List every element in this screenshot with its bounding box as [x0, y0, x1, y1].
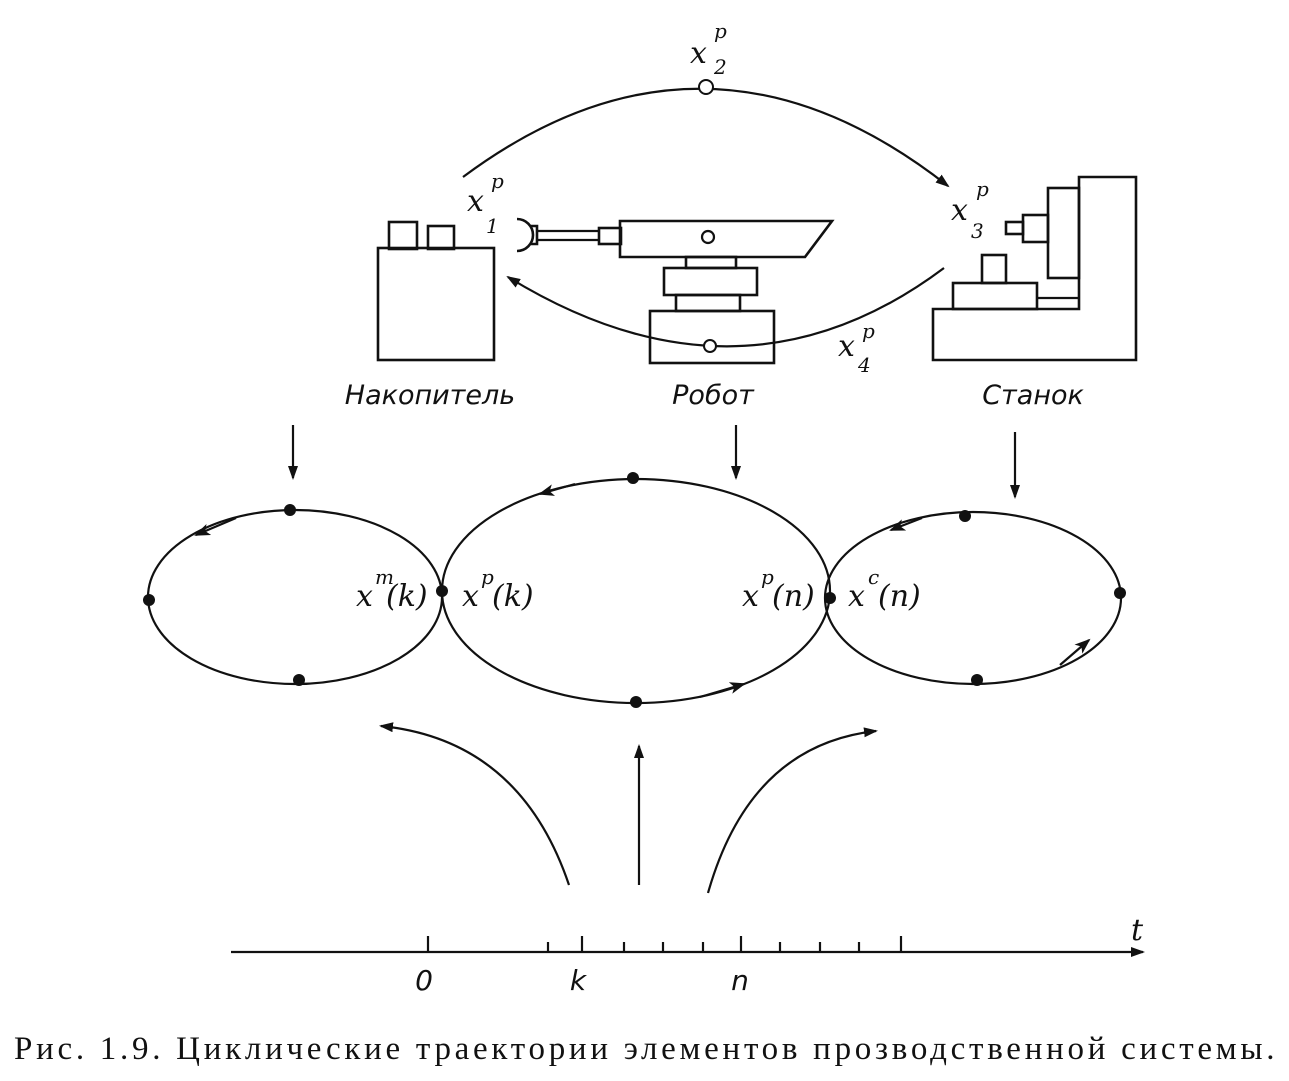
svg-text:p: p: [761, 565, 774, 589]
svg-text:(k): (k): [386, 579, 428, 614]
label-x2: x p 2: [690, 19, 727, 79]
label-robot-n: x p (n): [742, 565, 815, 614]
state-point-x4: [703, 339, 717, 353]
axis-ticks: [426, 936, 903, 952]
svg-text:p: p: [714, 19, 727, 43]
storage-unit: [376, 220, 496, 362]
machine-unit: [931, 175, 1138, 362]
svg-text:x: x: [356, 579, 373, 614]
transfer-arc-top: [462, 87, 950, 188]
tick-label-n: n: [731, 964, 749, 997]
robot-unit: [516, 217, 835, 365]
svg-text:p: p: [976, 177, 989, 201]
svg-text:x: x: [838, 329, 855, 364]
transfer-arc-bottom: [506, 267, 945, 348]
svg-text:x: x: [467, 184, 484, 219]
svg-text:x: x: [690, 36, 707, 71]
svg-text:1: 1: [486, 214, 499, 238]
component-machine-label: Станок: [982, 380, 1084, 411]
machine-cycle: [823, 510, 1126, 686]
svg-text:4: 4: [857, 353, 871, 377]
tick-label-0: 0: [415, 964, 433, 997]
component-storage-label: Накопитель: [345, 380, 515, 411]
svg-text:x: x: [951, 193, 968, 228]
arrow-to-machine: [706, 727, 878, 894]
label-storage-k: x т (k): [356, 565, 428, 614]
svg-text:т: т: [375, 565, 394, 589]
state-point-x2: [698, 79, 714, 95]
svg-text:x: x: [462, 579, 479, 614]
label-x3: x p 3: [951, 177, 989, 243]
svg-text:c: c: [868, 565, 879, 589]
svg-text:2: 2: [713, 55, 727, 79]
svg-text:3: 3: [971, 219, 984, 243]
tick-label-k: k: [570, 964, 588, 997]
svg-text:(k): (k): [492, 579, 534, 614]
junction-n: [824, 592, 836, 604]
svg-text:x: x: [742, 579, 759, 614]
figure-caption: Рис. 1.9. Циклические траектории элемент…: [14, 1031, 1276, 1067]
junction-k: [436, 585, 448, 597]
label-robot-k: x p (k): [462, 565, 534, 614]
svg-text:x: x: [848, 579, 865, 614]
axis-label-t: t: [1131, 913, 1144, 948]
svg-text:p: p: [481, 565, 494, 589]
label-x4: x p 4: [838, 319, 875, 377]
arrow-to-storage: [379, 722, 571, 886]
svg-text:p: p: [862, 319, 875, 343]
component-robot-label: Робот: [672, 380, 755, 411]
svg-text:(n): (n): [878, 579, 921, 614]
label-machine-n: x c (n): [848, 565, 921, 614]
label-x1: x p 1: [467, 169, 504, 238]
svg-text:p: p: [491, 169, 504, 193]
svg-text:(n): (n): [772, 579, 815, 614]
